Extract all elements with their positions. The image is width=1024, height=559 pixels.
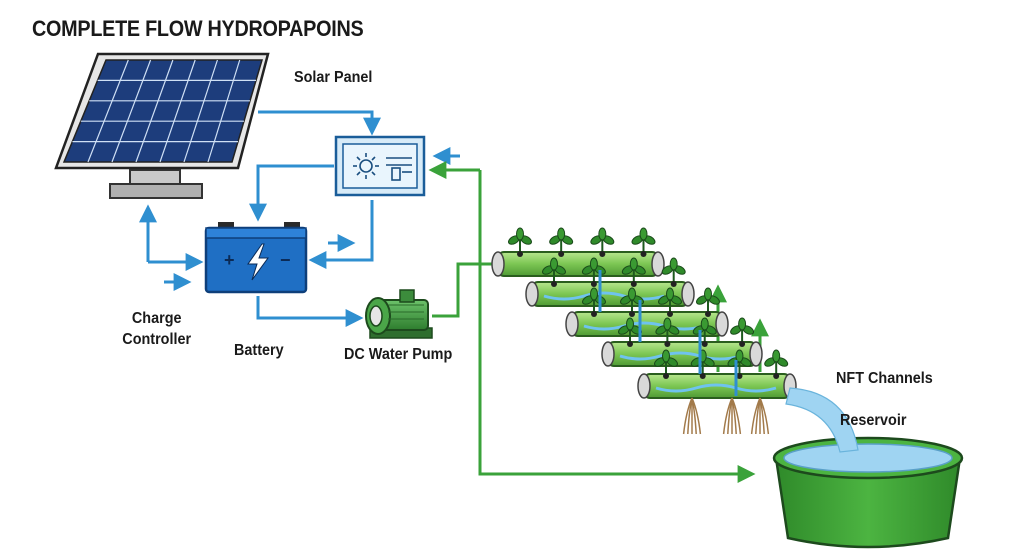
plant-icon (621, 257, 646, 287)
reservoir-label: Reservoir (840, 412, 907, 429)
power-flow-arrows (139, 110, 460, 327)
charge-controller-label: Charge Controller (118, 308, 195, 350)
nft-channel-pipe (491, 227, 665, 277)
plant-icon (582, 287, 606, 317)
reservoir-icon (772, 387, 964, 549)
battery-label: Battery (234, 342, 284, 359)
plant-icon (727, 349, 752, 379)
battery-plus-symbol: + (224, 250, 235, 270)
plant-roots (750, 397, 770, 435)
solar-panel-icon (54, 52, 270, 199)
plant-icon (654, 349, 678, 379)
plant-icon (696, 287, 720, 317)
nft-channels-label: NFT Channels (836, 370, 933, 387)
sun-icon (353, 153, 379, 179)
charge-controller-icon (334, 135, 426, 197)
plant-icon (764, 349, 789, 379)
plant-icon (508, 227, 532, 257)
pump-label: DC Water Pump (344, 346, 453, 363)
plant-icon (661, 257, 686, 287)
water-pump-icon (365, 289, 433, 339)
nft-channels (491, 227, 797, 435)
solar-panel-label: Solar Panel (294, 69, 373, 86)
plant-icon (730, 317, 755, 347)
charge-controller-label-line2: Controller (122, 331, 192, 348)
battery-icon: + − (204, 222, 308, 294)
plant-icon (549, 227, 574, 257)
nft-channel-pipe (565, 287, 729, 337)
water-stream (785, 387, 859, 453)
lightning-icon (247, 243, 269, 281)
diagram-title: COMPLETE FLOW HYDROPAPOINS (32, 16, 364, 41)
plant-icon (655, 317, 680, 347)
nft-channel-pipe (525, 257, 695, 307)
battery-minus-symbol: − (280, 250, 291, 270)
plant-icon (542, 257, 566, 287)
charge-controller-label-line1: Charge (131, 310, 182, 327)
plant-icon (581, 257, 606, 287)
plant-roots (682, 397, 702, 435)
plant-icon (590, 227, 615, 257)
plant-icon (631, 227, 656, 257)
plant-roots (722, 397, 742, 435)
plant-icon (658, 287, 682, 317)
